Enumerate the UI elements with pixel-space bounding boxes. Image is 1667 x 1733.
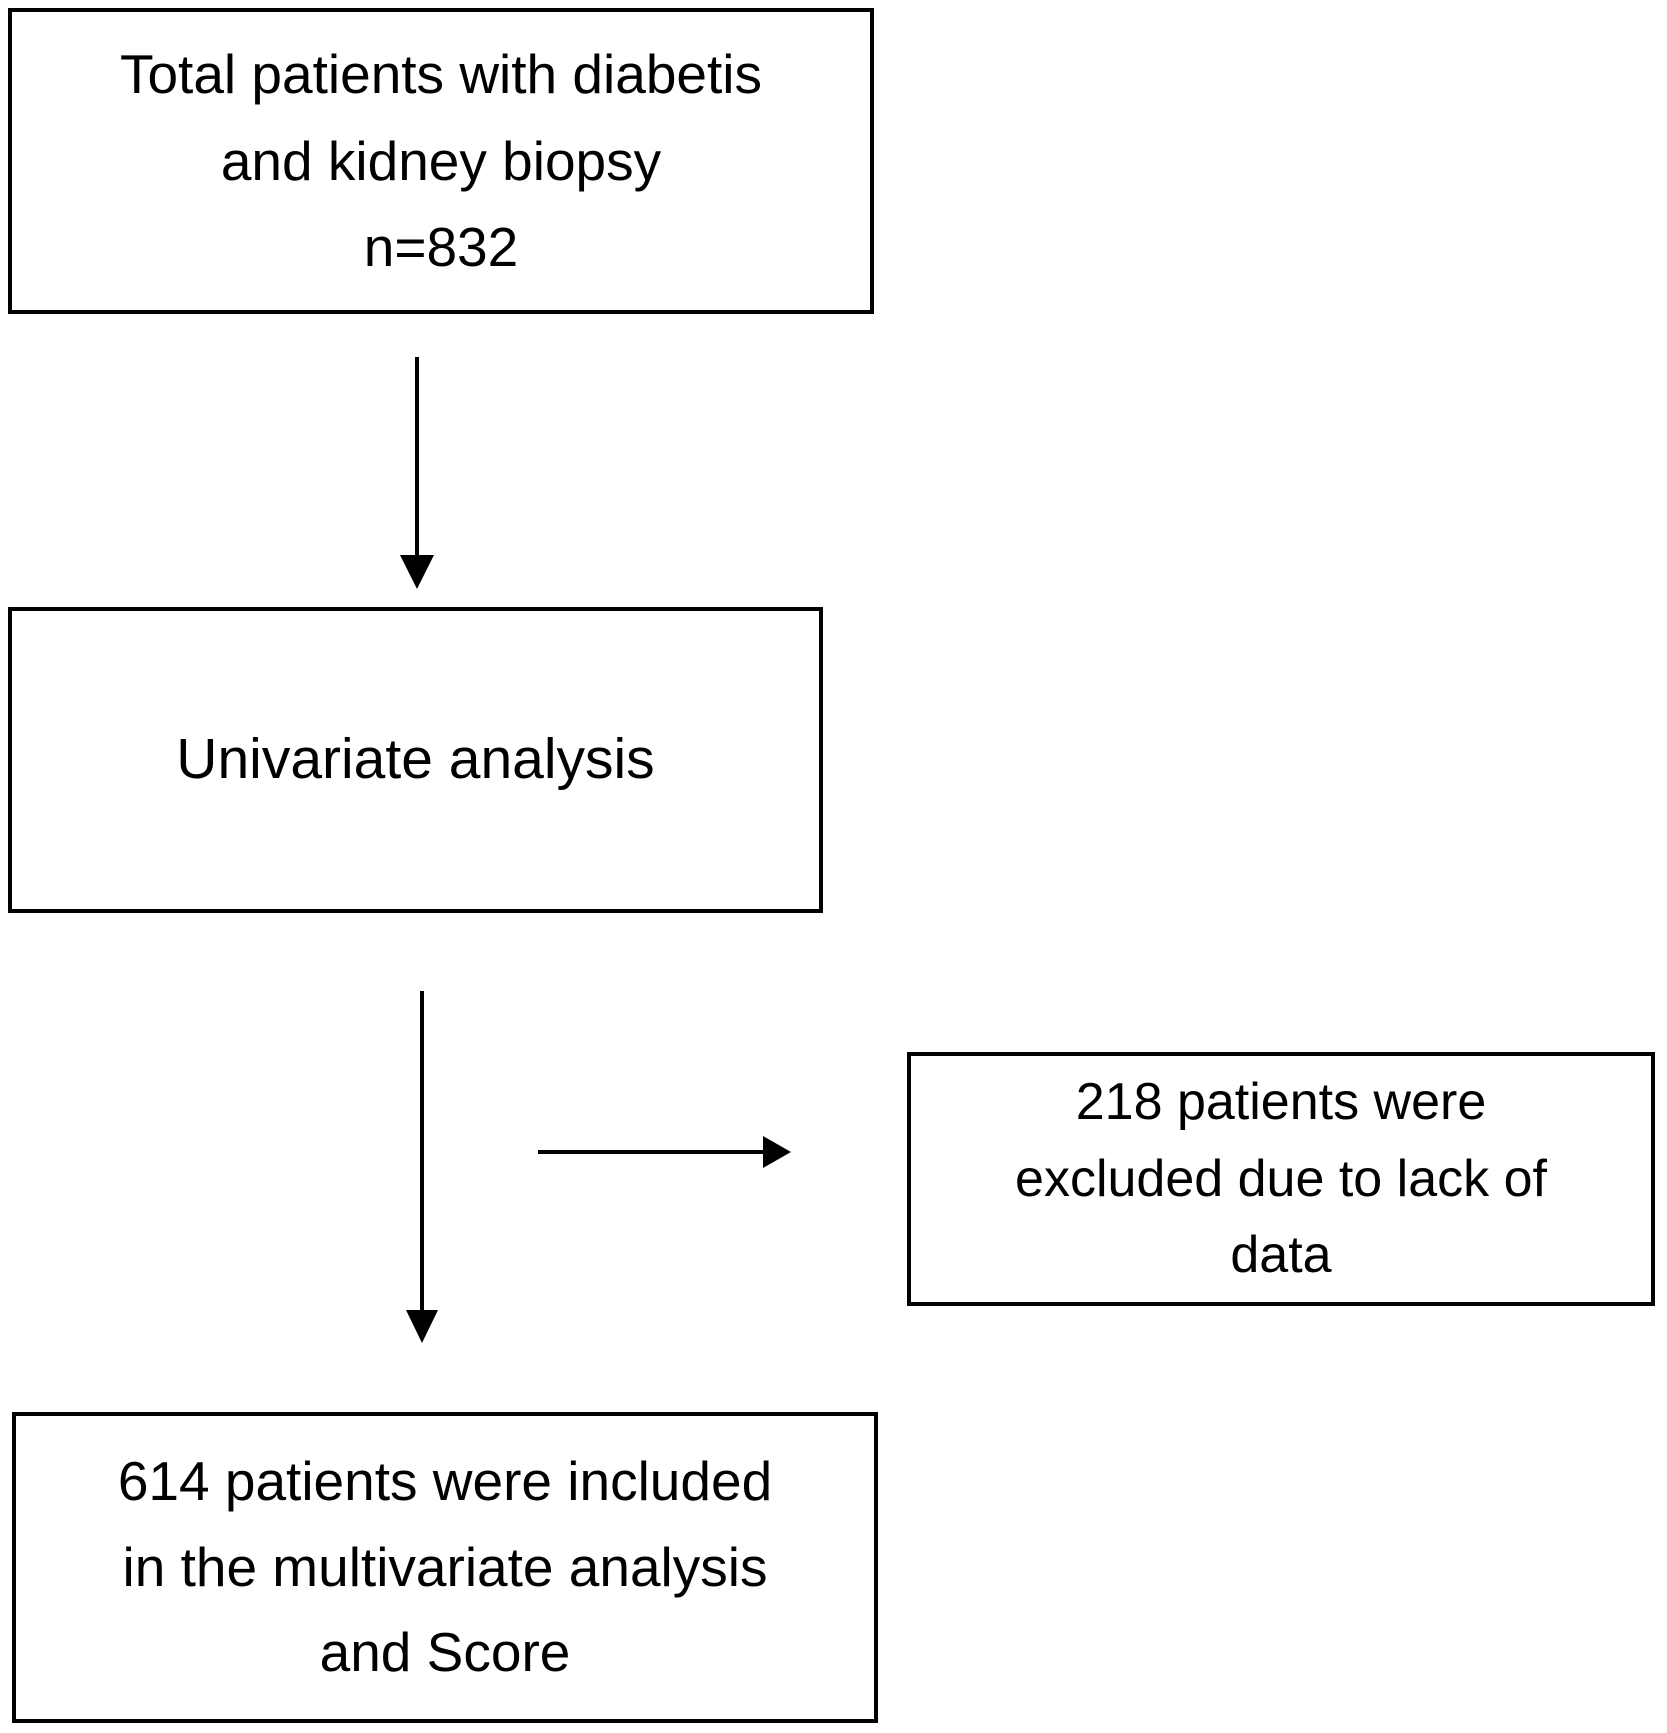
box-included-line-3: and Score [319,1621,571,1684]
box-total-line-1: Total patients with diabetis [119,42,763,105]
box-total-patients: Total patients with diabetis and kidney … [8,8,874,314]
box-included-line-1: 614 patients were included [117,1449,773,1512]
arrow-total-to-univariate-icon [400,357,434,589]
box-univariate-line-1: Univariate analysis [176,727,655,792]
box-excluded-patients: 218 patients were excluded due to lack o… [907,1052,1655,1306]
box-univariate-analysis: Univariate analysis [8,607,823,913]
box-total-line-2: and kidney biopsy [220,129,662,192]
box-included-line-2: in the multivariate analysis [122,1535,768,1598]
box-included-patients: 614 patients were included in the multiv… [12,1412,878,1723]
box-excluded-line-3: data [1230,1226,1332,1285]
box-excluded-line-1: 218 patients were [1075,1073,1487,1132]
box-total-line-3: n=832 [363,216,519,279]
box-excluded-line-2: excluded due to lack of [1015,1149,1547,1208]
arrow-univariate-to-included-icon [406,991,438,1343]
arrow-branch-to-excluded-icon [538,1136,791,1168]
